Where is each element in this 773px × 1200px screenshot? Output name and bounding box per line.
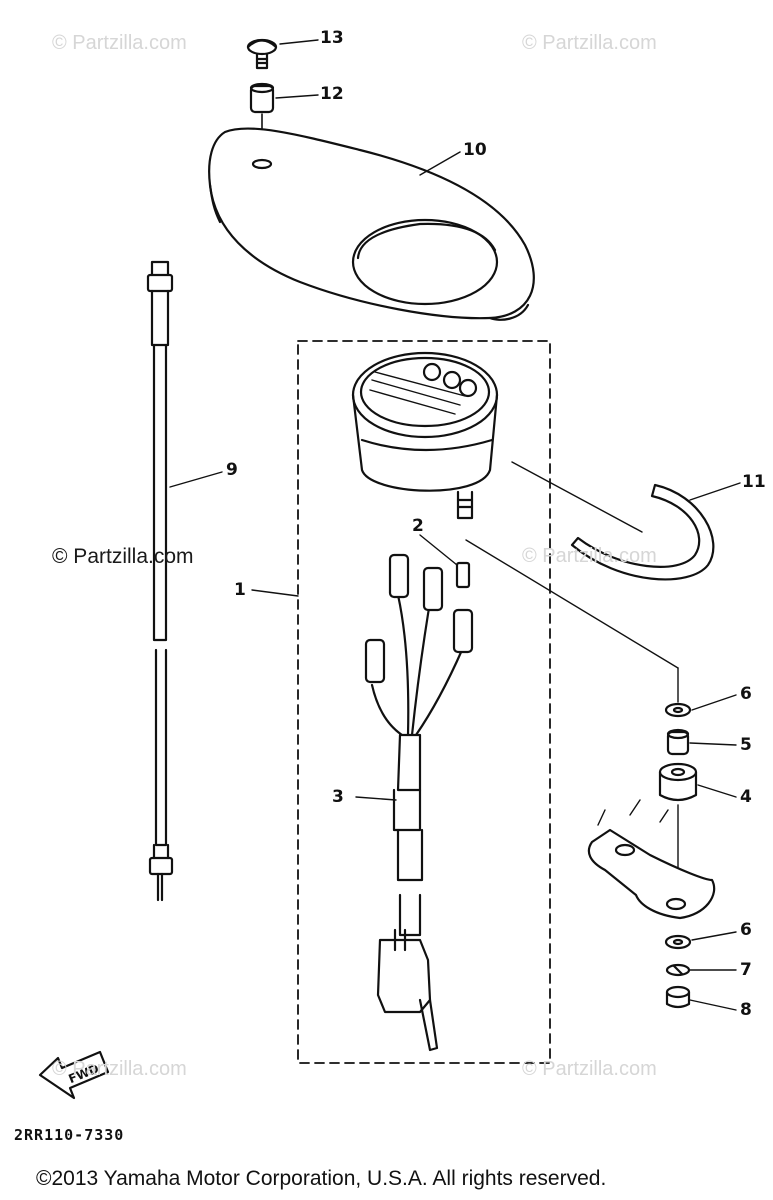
callout-13: 13	[320, 28, 344, 48]
watermark-middle-left: © Partzilla.com	[52, 545, 194, 568]
assembly-box	[297, 340, 551, 1064]
watermark-bottom-left: © Partzilla.com	[52, 1058, 187, 1080]
copyright-notice: ©2013 Yamaha Motor Corporation, U.S.A. A…	[36, 1167, 607, 1190]
callout-8: 8	[740, 1000, 752, 1020]
callout-9: 9	[226, 460, 238, 480]
callout-12: 12	[320, 84, 344, 104]
callout-6-bottom: 6	[740, 920, 752, 940]
speedometer	[351, 351, 499, 520]
wiring-harness	[364, 553, 474, 1052]
watermark-top-left: © Partzilla.com	[52, 32, 187, 54]
part-6-washer-top	[664, 702, 692, 718]
callout-6-top: 6	[740, 684, 752, 704]
part-11-clamp-band	[570, 483, 715, 581]
callout-11: 11	[742, 472, 766, 492]
part-6-washer-bottom	[664, 934, 692, 950]
watermark-bottom-right: © Partzilla.com	[522, 1058, 657, 1080]
callout-5: 5	[740, 735, 752, 755]
watermark-middle-right: © Partzilla.com	[522, 545, 657, 567]
part-8-nut	[665, 985, 691, 1009]
watermark-top-right: © Partzilla.com	[522, 32, 657, 54]
mounting-bracket	[587, 799, 716, 920]
part-10-cover-plate	[208, 127, 535, 321]
diagram-code: 2RR110-7330	[14, 1126, 125, 1144]
part-7-spring-washer	[665, 963, 691, 977]
part-12-collar	[249, 82, 275, 151]
part-5-collar	[666, 728, 690, 756]
callout-1: 1	[234, 580, 246, 600]
part-13-screw	[246, 38, 278, 70]
part-9-speedometer-cable	[146, 260, 174, 902]
callout-7: 7	[740, 960, 752, 980]
callout-10: 10	[463, 140, 487, 160]
callout-2: 2	[412, 516, 424, 536]
part-4-grommet	[658, 762, 698, 899]
leader-lines	[169, 39, 741, 1011]
callout-4: 4	[740, 787, 752, 807]
callout-3: 3	[332, 787, 344, 807]
